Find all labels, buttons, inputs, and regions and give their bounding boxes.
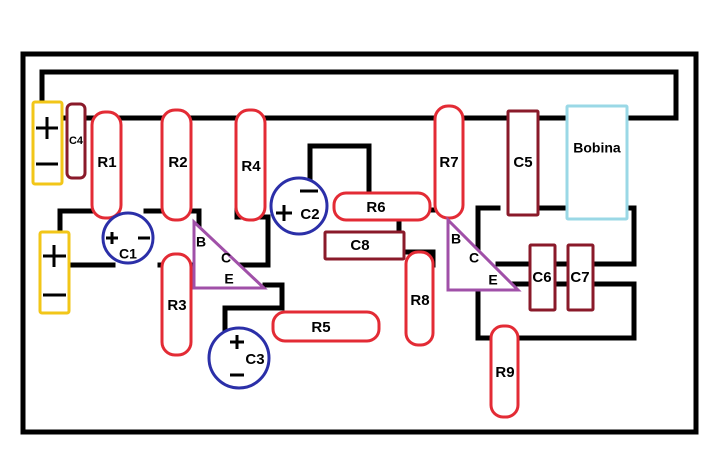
transistor-1-base-label: B [196,234,206,250]
r7-label: R7 [439,154,458,171]
battery-bottom [38,230,71,315]
resistor-r4: R4 [234,108,267,222]
resistor-r9: R9 [489,324,520,419]
transistor-1-emitter-label: E [224,271,233,287]
r8-label: R8 [410,292,429,309]
r4-label: R4 [241,158,261,175]
capacitor-c6: C6 [528,243,557,312]
capacitor-c4: C4 [65,102,87,180]
coil-bobina: Bobina [565,104,629,221]
c7-label: C7 [570,269,589,286]
c8-label: C8 [350,237,369,254]
resistor-r6: R6 [332,191,432,222]
resistor-r8: R8 [404,250,435,347]
resistor-r1: R1 [90,110,123,220]
transistor-2-emitter-label: E [488,272,497,288]
r1-label: R1 [97,154,116,171]
r5-label: R5 [311,319,330,336]
c2-label: C2 [300,206,319,223]
capacitor-c8: C8 [323,230,406,261]
coil-label: Bobina [573,140,621,156]
r6-label: R6 [366,199,385,216]
c3-label: C3 [245,351,264,368]
electrolytic-capacitor-c3: C3 [207,326,271,390]
electrolytic-capacitor-c1: C1 [101,211,155,265]
c4-label: C4 [69,135,84,147]
r3-label: R3 [167,297,186,314]
c6-label: C6 [532,269,551,286]
battery-top [31,100,64,186]
capacitor-c7: C7 [566,243,595,312]
resistor-r2: R2 [160,108,193,222]
capacitor-c5: C5 [506,109,540,217]
transistor-1: B C E [192,218,268,290]
transistor-1-collector-label: C [221,250,231,266]
transistor-2: B C E [446,216,522,292]
transistor-2-base-label: B [451,231,461,247]
resistor-r7: R7 [433,104,465,220]
r9-label: R9 [495,364,514,381]
c1-label: C1 [119,246,137,262]
resistor-r5: R5 [271,310,381,343]
r2-label: R2 [168,154,187,171]
c5-label: C5 [513,154,532,171]
electrolytic-capacitor-c2: C2 [269,176,329,236]
board-outline [20,51,699,435]
resistor-r3: R3 [160,252,193,357]
transistor-2-collector-label: C [469,250,479,266]
